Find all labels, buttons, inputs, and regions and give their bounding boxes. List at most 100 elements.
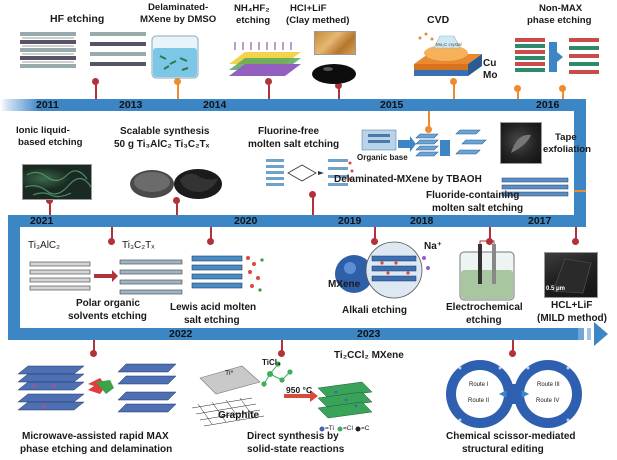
direct-temp-label: 950 °C	[286, 385, 313, 395]
year-2014: 2014	[203, 99, 227, 111]
year-2013: 2013	[119, 99, 143, 111]
marker-hf	[92, 78, 99, 85]
marker-lewis-stem	[210, 227, 212, 241]
label-clay-line1: HCl+LiF	[290, 3, 327, 14]
year-2022: 2022	[169, 328, 193, 340]
marker-clay	[335, 82, 342, 89]
year-2020: 2020	[234, 215, 258, 227]
marker-cvd	[450, 78, 457, 85]
cvd-cu-label: Cu	[483, 58, 497, 69]
cvd-mo-label: Mo	[483, 70, 498, 81]
label-polar-line1: Polar organic	[76, 298, 140, 309]
label-ffree-line1: Fluorine-free	[258, 126, 320, 137]
label-scalable-line2: 50 g Ti₃AlC₂ Ti₃C₂Tₓ	[114, 139, 210, 150]
year-2016: 2016	[536, 99, 560, 111]
fcont-illustration	[501, 177, 569, 197]
marker-mild-stem	[575, 227, 577, 241]
label-ffree-line2: molten salt etching	[248, 139, 340, 150]
polar-illustration	[29, 259, 183, 295]
marker-nh4hf2	[265, 78, 272, 85]
label-lewis-line2: salt etching	[184, 315, 240, 326]
label-fcont-line1: Fluoride-containing	[426, 190, 520, 201]
label-nh4hf2-line2: etching	[236, 15, 271, 26]
marker-scalable-stem	[176, 200, 178, 215]
hf-etching-illustration	[20, 32, 146, 68]
marker-nh4hf2-stem	[268, 82, 270, 99]
nonmax-illustration	[515, 38, 599, 74]
timeline-band-bottom	[8, 328, 580, 340]
year-2023: 2023	[357, 328, 381, 340]
ionic-micrograph	[22, 164, 92, 200]
marker-alkali-stem	[374, 227, 376, 241]
marker-ionic-stem	[49, 200, 51, 215]
label-electro-line2: etching	[466, 315, 502, 326]
marker-hf-stem	[95, 82, 97, 99]
alkali-mxene-label: MXene	[328, 279, 361, 290]
label-nh4hf2-line1: NH₄HF₂	[234, 3, 270, 14]
marker-ionic	[46, 197, 53, 204]
marker-tbaoh-stem	[428, 111, 430, 129]
label-ionic-line2: based etching	[18, 137, 83, 148]
label-ionic-line1: Ionic liquid-	[16, 125, 70, 136]
clay-droplet	[312, 64, 356, 84]
direct-ti2ccl2-label: Ti₂CCl₂ MXene	[334, 350, 404, 361]
marker-scissor	[509, 350, 516, 357]
mild-scale-label: 0.5 μm	[546, 286, 566, 292]
marker-microwave-stem	[93, 340, 95, 353]
scissor-route1-label: Route I	[469, 382, 489, 388]
marker-dmso	[174, 78, 181, 85]
alkali-illustration	[335, 241, 430, 299]
direct-graphite-label: Graphite	[218, 410, 260, 421]
label-microwave-line2: phase etching and delamination	[20, 444, 173, 455]
marker-ffree	[309, 191, 316, 198]
tbaoh-organic-base-label: Organic base	[357, 153, 408, 162]
marker-cvd-stem	[453, 82, 455, 99]
label-polar-line2: solvents etching	[68, 311, 147, 322]
scalable-powder-photos	[130, 169, 222, 199]
label-tbaoh: Delaminated-MXene by TBAOH	[334, 174, 482, 185]
marker-tape-stem	[517, 88, 519, 99]
marker-nonmax	[559, 85, 566, 92]
label-direct-line2: solid-state reactions	[247, 444, 345, 455]
timeline-arrow-end	[578, 322, 608, 346]
label-scalable-line1: Scalable synthesis	[120, 126, 210, 137]
label-fcont-line2: molten salt etching	[432, 203, 524, 214]
scissor-rings-illustration	[446, 360, 582, 428]
cvd-illustration: Mo₂C crystal	[414, 32, 482, 76]
marker-dmso-stem	[177, 82, 179, 99]
label-tape-line2: exfoliation	[543, 144, 591, 155]
marker-polar-stem	[111, 227, 113, 241]
marker-tape	[514, 85, 521, 92]
marker-tbaoh	[425, 126, 432, 133]
tbaoh-illustration	[361, 129, 487, 157]
label-mild-line1: HCL+LiF	[551, 300, 593, 311]
timeline-band-middle	[8, 215, 586, 227]
label-dmso-line2: MXene by DMSO	[140, 14, 217, 25]
lewis-illustration	[191, 255, 264, 292]
marker-microwave	[90, 350, 97, 357]
label-cvd: CVD	[427, 14, 450, 26]
direct-ticl4-label: TiCl₄	[262, 358, 281, 367]
timeline-band-left	[8, 215, 20, 336]
polar-ti3alc2-label: Ti₃AlC₂	[28, 240, 61, 251]
marker-alkali	[371, 238, 378, 245]
label-tape-line1: Tape	[555, 132, 577, 143]
marker-scalable	[173, 197, 180, 204]
marker-ffree-stem	[312, 194, 314, 215]
label-clay-line2: (Clay methed)	[286, 15, 350, 26]
year-2021: 2021	[30, 215, 54, 227]
tape-micrograph	[500, 122, 542, 164]
nh4hf2-illustration	[229, 42, 301, 76]
label-dmso-line1: Delaminated-	[148, 2, 209, 13]
scissor-route4-label: Route IV	[536, 398, 560, 404]
year-2017: 2017	[528, 215, 552, 227]
scissor-route2-label: Route II	[468, 398, 490, 404]
year-2015: 2015	[380, 99, 404, 111]
cvd-crystal-label: Mo₂C crystal	[436, 42, 462, 47]
legend-c-label: =C	[361, 425, 370, 432]
marker-mild	[572, 238, 579, 245]
direct-synthesis-illustration	[191, 361, 373, 432]
marker-direct-stem	[281, 340, 283, 353]
label-nonmax-line1: Non-MAX	[539, 3, 583, 14]
clay-photo	[314, 31, 356, 55]
